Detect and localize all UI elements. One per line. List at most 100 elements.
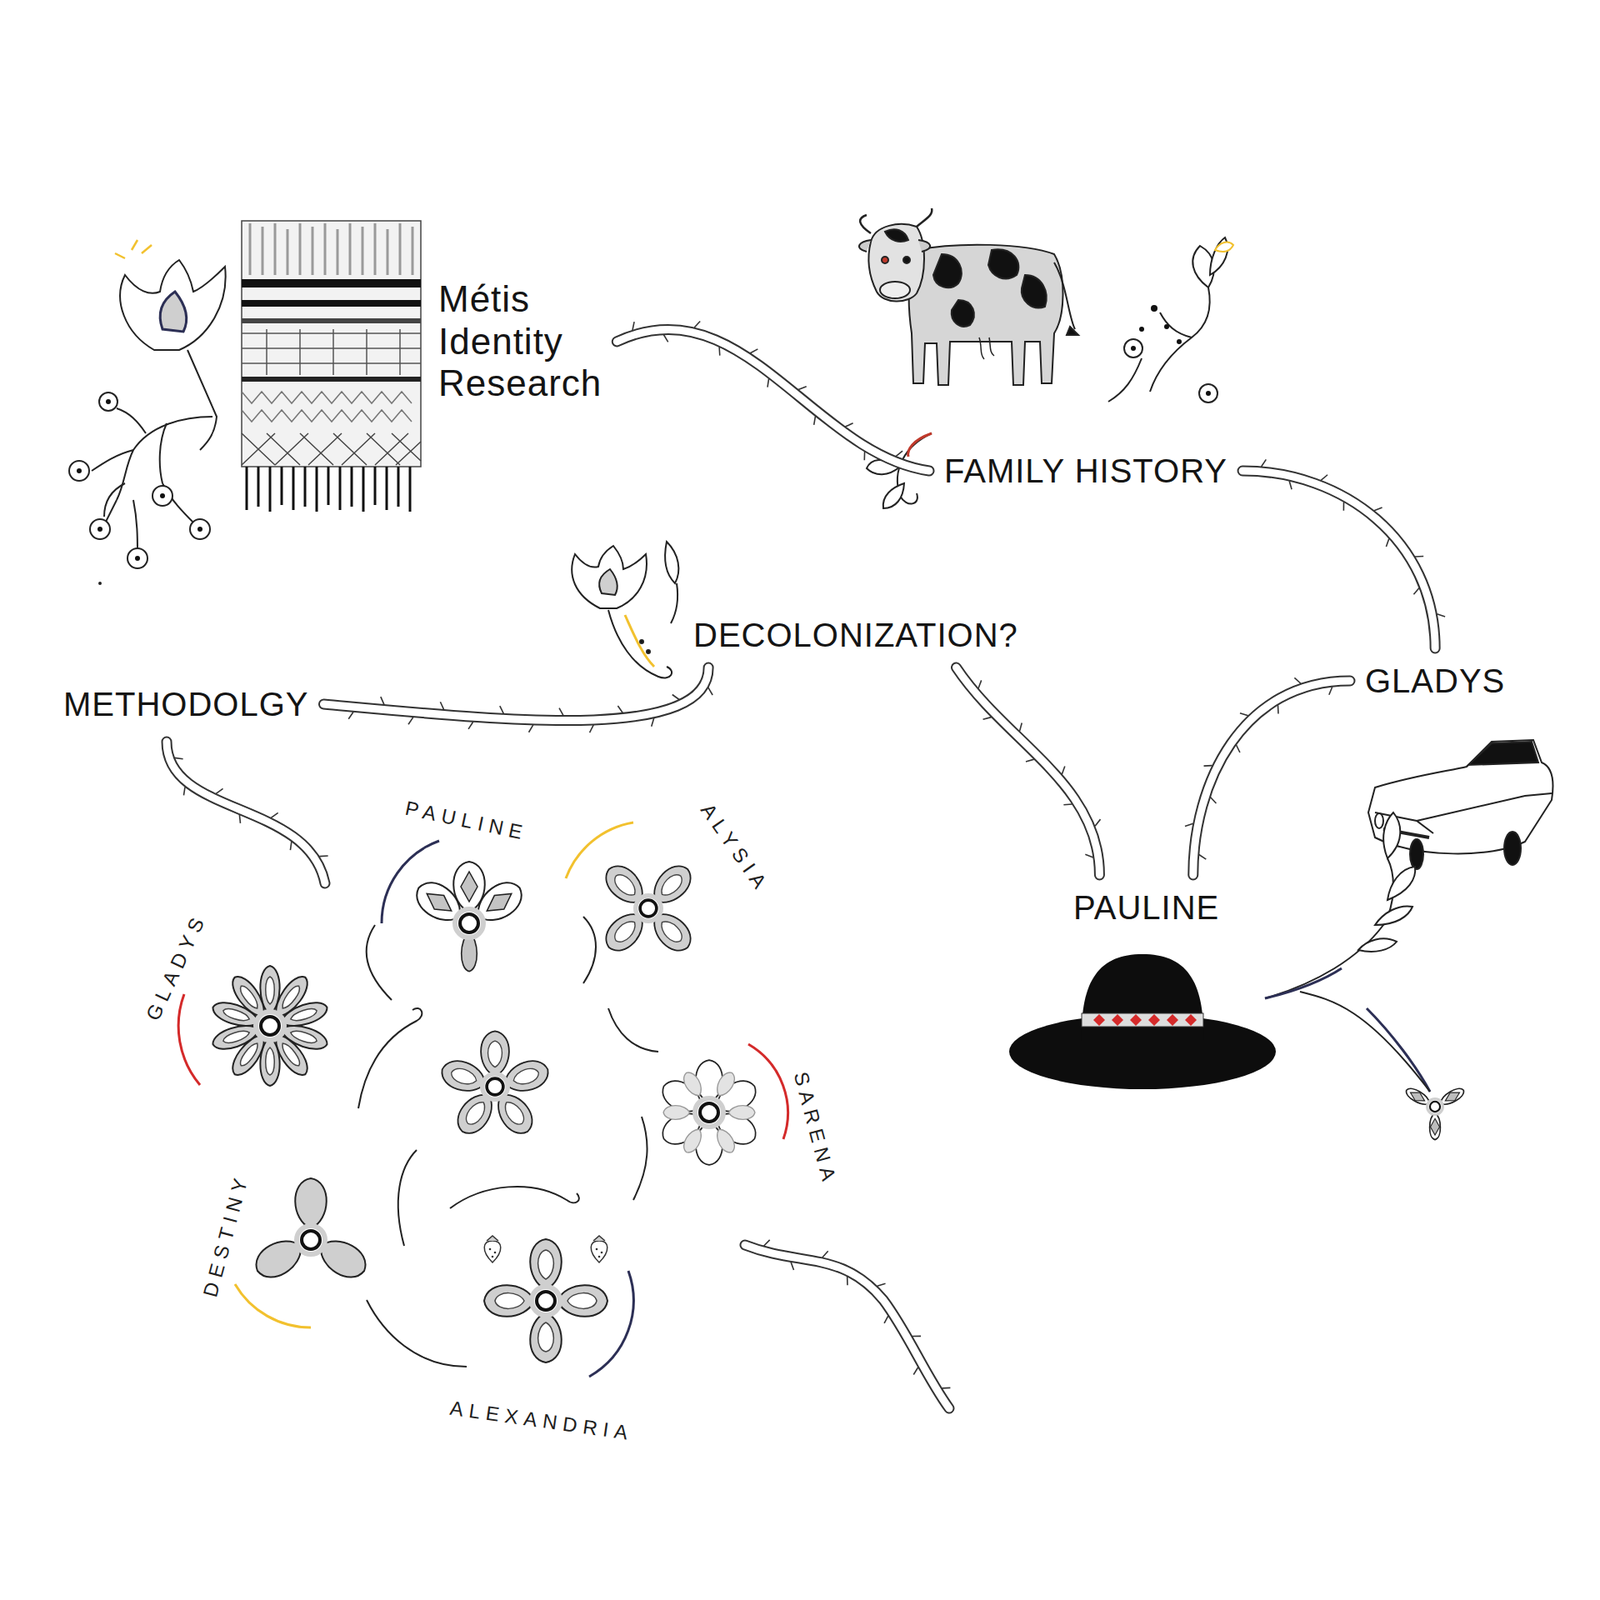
thorn xyxy=(380,696,385,705)
thorn xyxy=(174,757,183,759)
thorn xyxy=(1185,823,1194,826)
thorn xyxy=(863,451,865,460)
topic-text: FAMILY HISTORY xyxy=(944,451,1228,490)
thorn xyxy=(750,349,758,354)
thorn xyxy=(672,695,680,700)
thorn xyxy=(790,1261,794,1270)
thorn xyxy=(1061,766,1065,775)
thorn xyxy=(1020,722,1023,731)
topic-node: METHODOLGY xyxy=(58,681,314,727)
flower-pauline xyxy=(410,861,530,972)
thorny-vine xyxy=(166,741,950,1409)
flower-sprig xyxy=(1108,237,1234,403)
thorn xyxy=(270,812,278,818)
thorn xyxy=(1415,555,1424,558)
thorny-vine xyxy=(1242,459,1445,649)
car xyxy=(1368,740,1554,870)
thorn xyxy=(1413,587,1420,595)
black-hat xyxy=(1009,954,1276,1090)
thorn xyxy=(408,717,414,725)
flower-sprig xyxy=(1265,812,1466,1140)
thorn xyxy=(1240,713,1249,716)
participant-name: SARENA xyxy=(788,1069,841,1189)
topic-node: GLADYS xyxy=(1360,658,1510,704)
topic-node: DECOLONIZATION? xyxy=(688,612,1024,658)
thorny-vine xyxy=(1185,677,1350,875)
thorn xyxy=(1289,480,1292,490)
thorn xyxy=(978,680,982,689)
thorn xyxy=(590,725,595,733)
thorn xyxy=(767,378,770,387)
thorn xyxy=(1329,686,1333,695)
topic-text: DECOLONIZATION? xyxy=(693,615,1019,655)
vine-fill xyxy=(323,667,709,721)
participant-name: DESTINY xyxy=(199,1170,255,1300)
thorn xyxy=(718,346,720,355)
thorn xyxy=(500,705,505,714)
participant-name: GLADYS xyxy=(141,909,212,1025)
topic-text: METHODOLGY xyxy=(63,685,309,724)
thorn xyxy=(1210,796,1216,804)
vine-fill xyxy=(616,329,930,471)
thorny-vine xyxy=(956,667,1101,875)
thorn xyxy=(632,321,635,330)
accent-arcs xyxy=(178,822,788,1377)
thorn xyxy=(1085,854,1094,858)
thorn xyxy=(941,1387,950,1390)
vine-outline xyxy=(1193,680,1350,875)
thorn xyxy=(1385,538,1389,547)
thorny-vine xyxy=(323,667,713,733)
thorn xyxy=(290,841,291,850)
thorn xyxy=(440,701,444,710)
thorn xyxy=(1095,819,1100,826)
thorn xyxy=(983,717,992,720)
vine-fill xyxy=(956,667,1100,875)
thorn xyxy=(895,450,903,456)
topic-node: FAMILY HISTORY xyxy=(939,448,1233,494)
thorn xyxy=(763,1240,770,1246)
participant-name: ALYSIA xyxy=(695,799,775,898)
thorn xyxy=(1374,507,1383,511)
vine-outline xyxy=(1242,470,1435,649)
vine-outline xyxy=(616,329,930,471)
thorn xyxy=(1063,803,1072,805)
thorn xyxy=(846,1276,849,1285)
tendrils xyxy=(358,916,659,1367)
thorn xyxy=(348,711,354,720)
thorn xyxy=(912,1335,921,1338)
vine-outline xyxy=(956,667,1100,875)
thorn xyxy=(694,320,700,328)
thorn xyxy=(215,788,223,794)
topic-text: PAULINE xyxy=(1073,888,1220,927)
topic-node: PAULINE xyxy=(1068,885,1225,930)
tulip-flower xyxy=(115,240,226,450)
thorn xyxy=(1025,759,1035,762)
thorn xyxy=(814,416,816,425)
thorn xyxy=(1199,855,1207,860)
flower-sarena xyxy=(657,1060,762,1165)
thorn xyxy=(1235,745,1240,753)
topic-node: Métis Identity Research xyxy=(433,275,607,409)
thorny-vine xyxy=(616,320,930,471)
participant-name: ALEXANDRIA xyxy=(448,1396,635,1446)
thorn xyxy=(183,786,185,795)
thorn xyxy=(1277,705,1280,714)
flower-destiny xyxy=(250,1178,373,1285)
thorn xyxy=(468,721,474,730)
flower-center xyxy=(437,1030,552,1140)
thorn xyxy=(877,1283,886,1286)
thorn xyxy=(1261,459,1267,467)
thorn xyxy=(822,1250,829,1258)
thorn xyxy=(1320,475,1328,481)
thorn xyxy=(708,687,713,695)
thorn xyxy=(617,705,623,713)
vine-fill xyxy=(1193,680,1350,875)
thorn xyxy=(319,855,328,857)
vine-fill xyxy=(1242,470,1435,649)
flower-alexandria xyxy=(484,1235,608,1363)
metis-sash xyxy=(241,220,421,512)
thorn xyxy=(1343,502,1345,511)
